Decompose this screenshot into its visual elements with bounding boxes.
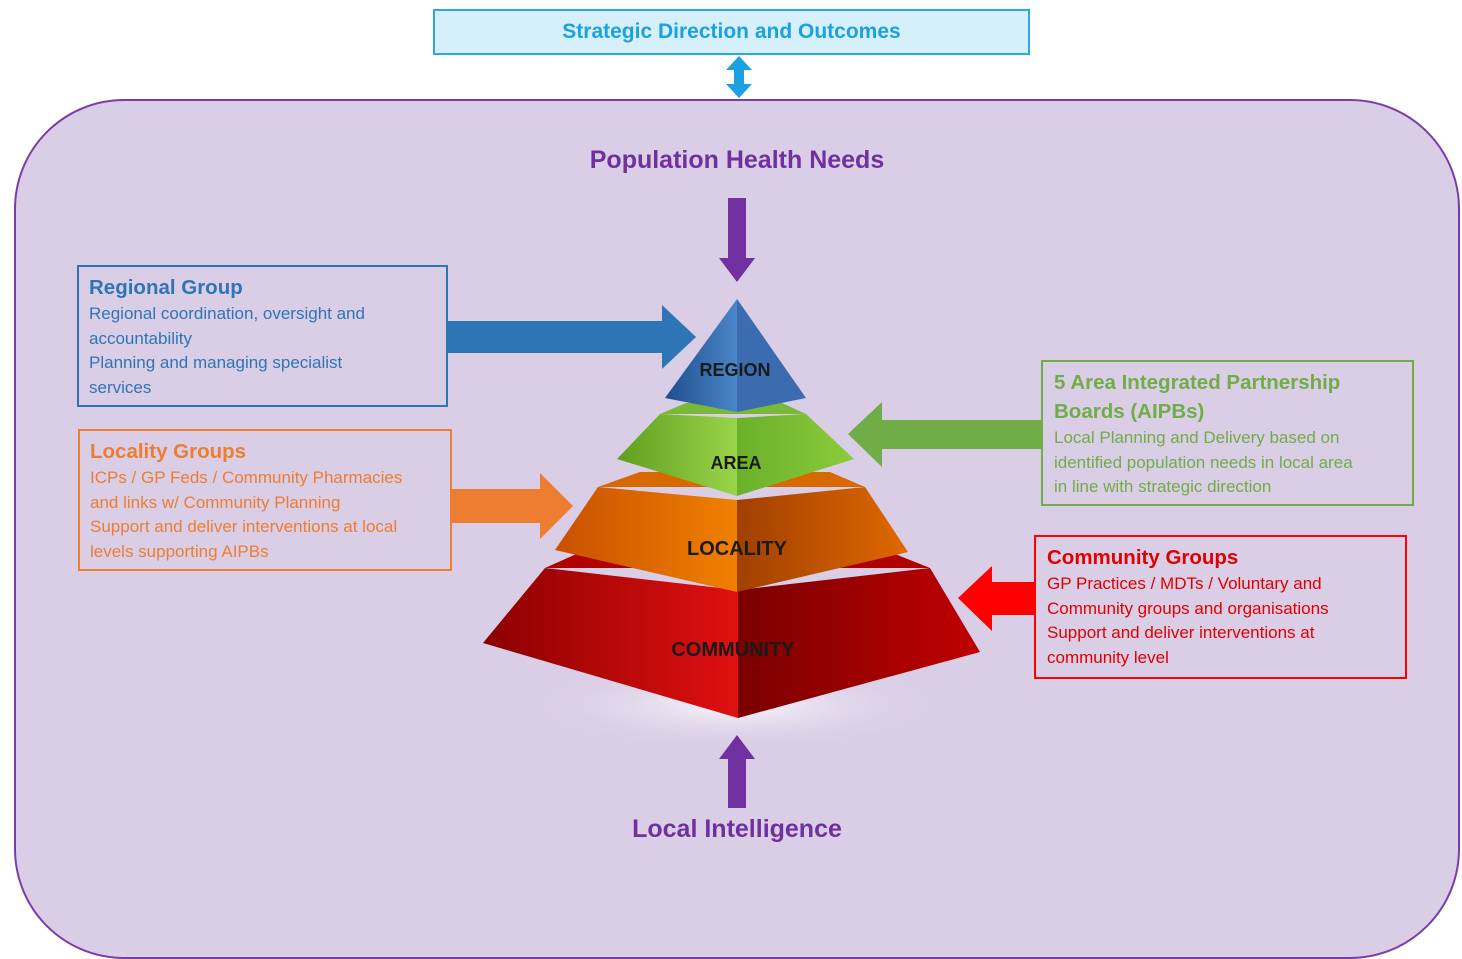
- area-arrow-icon: [848, 402, 1041, 467]
- area-boards-line: Local Planning and Delivery based on: [1054, 428, 1340, 447]
- locality-groups-title: Locality Groups: [90, 440, 247, 463]
- regional-group-line: Planning and managing specialist: [89, 353, 343, 372]
- area-boards-line: in line with strategic direction: [1054, 477, 1272, 496]
- regional-group-line: Regional coordination, oversight and: [89, 304, 365, 323]
- regional-group-box: Regional Group Regional coordination, ov…: [77, 265, 448, 407]
- community-groups-line: Community groups and organisations: [1047, 598, 1329, 618]
- population-health-heading: Population Health Needs: [589, 146, 885, 174]
- locality-groups-line: ICPs / GP Feds / Community Pharmacies: [90, 468, 403, 487]
- tier-label-locality: LOCALITY: [687, 538, 788, 560]
- locality-groups-line: Support and deliver interventions at loc…: [90, 517, 398, 536]
- strategic-direction-title: Strategic Direction and Outcomes: [562, 20, 901, 43]
- pyramid-tier-region: [665, 299, 806, 412]
- area-boards-box: 5 Area Integrated Partnership Boards (AI…: [1041, 360, 1414, 506]
- tier-label-area: AREA: [710, 453, 761, 473]
- community-arrow-icon: [958, 566, 1034, 631]
- locality-arrow-icon: [452, 473, 573, 539]
- strategic-direction-box: Strategic Direction and Outcomes: [433, 9, 1030, 55]
- tier-label-community: COMMUNITY: [671, 639, 795, 661]
- regional-group-line: services: [89, 377, 152, 397]
- community-groups-box: Community Groups GP Practices / MDTs / V…: [1034, 535, 1407, 679]
- regional-arrow-icon: [448, 305, 696, 369]
- area-boards-line: identified population needs in local are…: [1054, 452, 1353, 472]
- community-groups-line: Support and deliver interventions at: [1047, 623, 1315, 642]
- community-groups-title: Community Groups: [1047, 546, 1239, 569]
- pyramid-diagram: REGION AREA LOCALITY COMMUNITY: [448, 56, 1041, 808]
- area-boards-title: Boards (AIPBs): [1054, 400, 1205, 423]
- up-arrow-icon: [719, 735, 755, 808]
- pyramid-tier-area: [617, 403, 854, 496]
- locality-groups-line: and links w/ Community Planning: [90, 492, 341, 512]
- locality-groups-line: levels supporting AIPBs: [90, 541, 269, 561]
- double-arrow-icon: [726, 56, 752, 98]
- tier-label-region: REGION: [699, 360, 770, 380]
- locality-groups-box: Locality Groups ICPs / GP Feds / Communi…: [78, 429, 452, 571]
- down-arrow-icon: [719, 198, 755, 282]
- local-intelligence-heading: Local Intelligence: [632, 815, 842, 843]
- area-boards-title: 5 Area Integrated Partnership: [1054, 371, 1341, 394]
- regional-group-title: Regional Group: [89, 276, 243, 299]
- community-groups-line: GP Practices / MDTs / Voluntary and: [1047, 574, 1322, 593]
- community-groups-line: community level: [1047, 647, 1169, 667]
- regional-group-line: accountability: [89, 328, 193, 348]
